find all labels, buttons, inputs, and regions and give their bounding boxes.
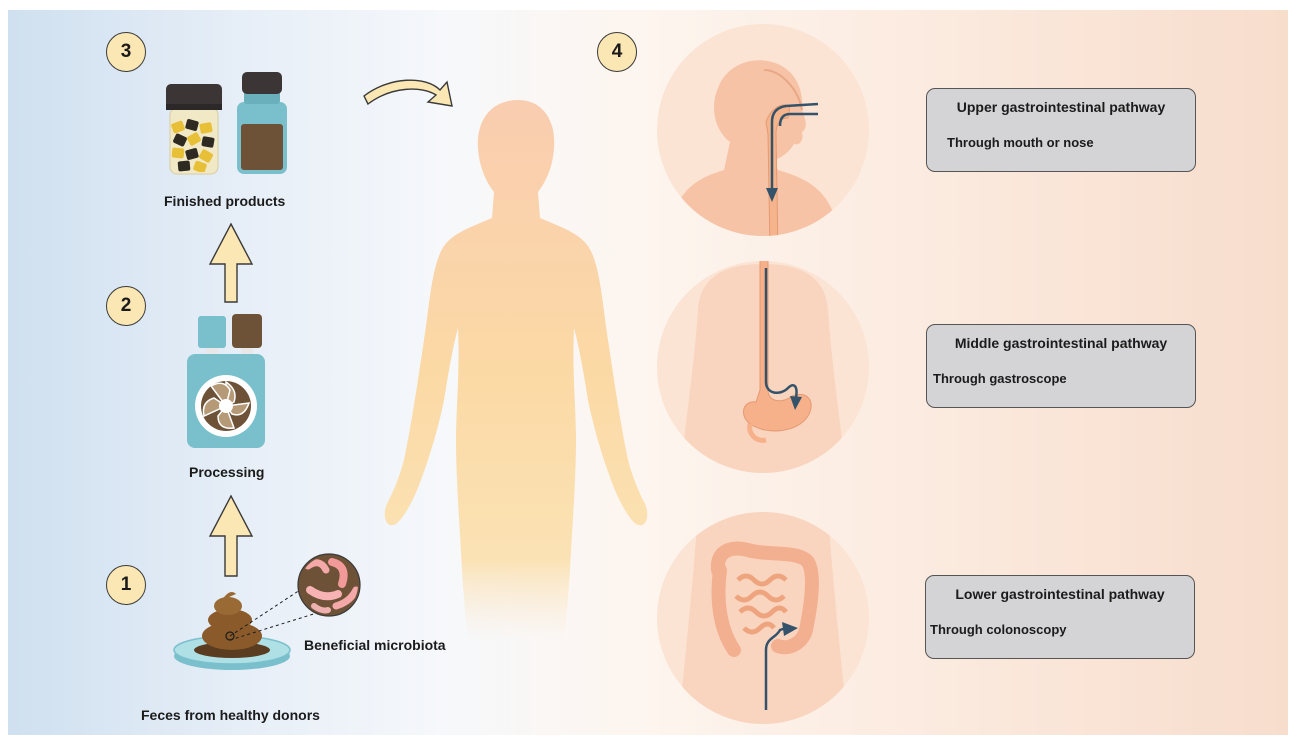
middle-gi-circle (657, 260, 869, 480)
step-2-badge: 2 (106, 286, 146, 326)
lower-gi-pathway-box: Lower gastrointestinal pathway Through c… (925, 575, 1195, 659)
middle-gi-pathway-box: Middle gastrointestinal pathway Through … (926, 324, 1196, 408)
processing-machine-icon (187, 314, 265, 448)
processing-label: Processing (189, 464, 264, 480)
beneficial-microbiota-label: Beneficial microbiota (304, 637, 446, 653)
step-1-badge: 1 (106, 565, 146, 605)
lower-gi-pathway-title: Lower gastrointestinal pathway (926, 586, 1194, 602)
upper-gi-pathway-title: Upper gastrointestinal pathway (927, 99, 1195, 115)
arrow-up-2-to-3 (210, 224, 252, 302)
upper-gi-pathway-box: Upper gastrointestinal pathway Through m… (926, 88, 1196, 172)
capsule-jar-icon (166, 84, 222, 174)
middle-gi-pathway-title: Middle gastrointestinal pathway (927, 335, 1195, 351)
step-3-badge: 3 (106, 32, 146, 72)
step-4-badge: 4 (597, 32, 637, 72)
upper-gi-route-text: Through mouth or nose (947, 135, 1094, 150)
lower-gi-circle (657, 512, 869, 730)
middle-gi-route-text: Through gastroscope (933, 371, 1067, 386)
human-body-silhouette (385, 100, 648, 640)
lower-gi-route-text: Through colonoscopy (930, 622, 1067, 637)
feces-donors-label: Feces from healthy donors (141, 707, 320, 723)
arrow-up-1-to-2 (210, 496, 252, 576)
upper-gi-circle (657, 24, 869, 250)
curved-arrow-to-patient (364, 80, 452, 106)
powder-bottle-icon (237, 72, 287, 174)
finished-products-label: Finished products (164, 193, 285, 209)
diagram-canvas: 3 2 1 4 Finished products Processing Ben… (8, 10, 1288, 735)
feces-dish-icon (174, 592, 290, 670)
